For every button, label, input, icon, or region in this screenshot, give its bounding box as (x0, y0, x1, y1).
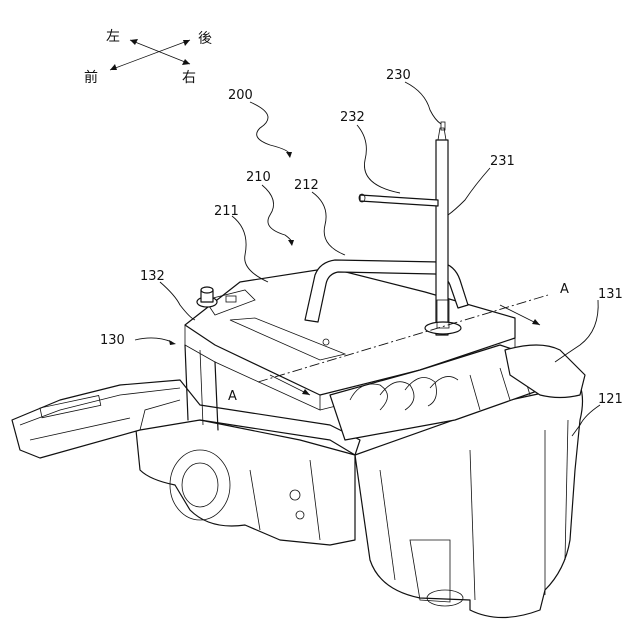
dir-right-label: 右 (182, 70, 196, 86)
label-230: 230 (386, 68, 411, 83)
label-121: 121 (598, 392, 623, 407)
label-131: 131 (598, 287, 623, 302)
label-211: 211 (214, 204, 239, 219)
label-232: 232 (340, 110, 365, 125)
dir-front-label: 前 (84, 69, 98, 86)
label-212: 212 (294, 178, 319, 193)
knob (197, 287, 217, 307)
label-130: 130 (100, 333, 125, 348)
label-200: 200 (228, 88, 253, 103)
label-section-A-right: A (560, 282, 569, 297)
dir-back-label: 後 (198, 31, 212, 47)
dir-left-label: 左 (106, 29, 120, 45)
label-132: 132 (140, 269, 165, 284)
section-arrow-icon-2 (532, 319, 540, 325)
label-231: 231 (490, 154, 515, 169)
label-section-A-left: A (228, 389, 237, 404)
arrow-right-icon (182, 59, 190, 65)
direction-indicator: 左 後 前 右 (84, 29, 212, 86)
arrow-left-icon (130, 39, 138, 45)
arrow-back-icon (183, 40, 190, 46)
arrow-front-icon (110, 64, 117, 70)
label-210: 210 (246, 170, 271, 185)
